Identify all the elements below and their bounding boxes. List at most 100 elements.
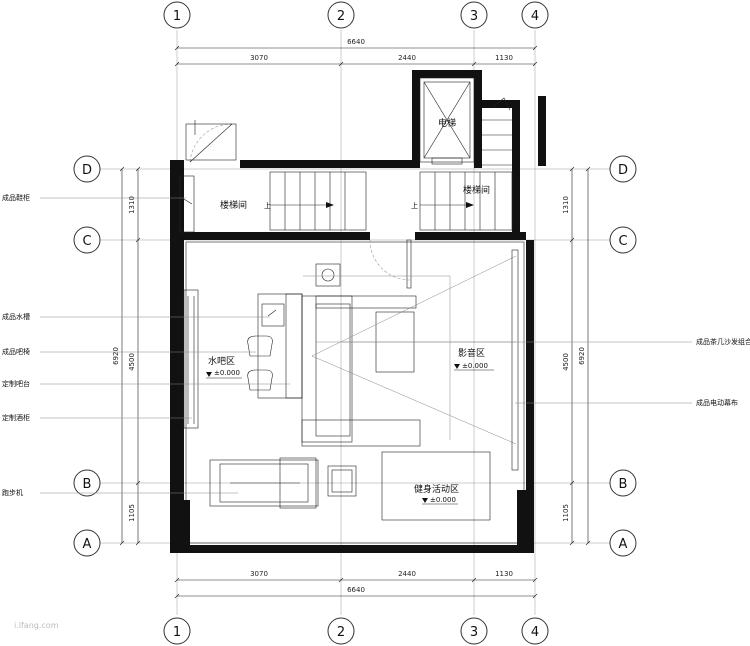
fitness-area-level: ±0.000 — [422, 496, 458, 505]
svg-text:4500: 4500 — [128, 353, 136, 371]
entrance-door — [185, 120, 237, 163]
top-dimension-total: 6640 — [174, 38, 538, 51]
left-dimension-segments: 1310 4500 1105 — [128, 166, 141, 546]
svg-text:±0.000: ±0.000 — [462, 362, 488, 370]
svg-text:3: 3 — [470, 9, 478, 24]
svg-text:1310: 1310 — [128, 196, 136, 214]
water-bar-label: 水吧区 — [208, 355, 235, 367]
svg-text:成品电动幕布: 成品电动幕布 — [696, 398, 738, 407]
svg-text:2: 2 — [337, 9, 345, 24]
axis-bubble-D-right: D — [609, 155, 637, 183]
svg-text:楼梯间: 楼梯间 — [463, 184, 490, 196]
shoe-cabinet — [179, 175, 195, 233]
svg-text:C: C — [618, 234, 627, 249]
svg-text:6640: 6640 — [347, 586, 365, 594]
axis-bubble-2-bottom: 2 — [327, 617, 355, 645]
stair-left: 上 楼梯间 — [220, 171, 367, 231]
callout-wine-cabinet: 定制酒柜 — [2, 413, 192, 422]
av-area-label: 影音区 — [458, 347, 485, 359]
svg-text:B: B — [83, 477, 92, 492]
svg-text:成品吧椅: 成品吧椅 — [2, 347, 30, 356]
callout-bar-stool: 成品吧椅 — [2, 347, 256, 356]
svg-text:上: 上 — [264, 201, 271, 210]
axis-bubble-C-left: C — [73, 226, 101, 254]
left-dimension-total: 6920 — [112, 166, 125, 546]
svg-text:3070: 3070 — [250, 570, 268, 578]
svg-text:A: A — [619, 537, 628, 552]
axis-bubble-3-bottom: 3 — [460, 617, 488, 645]
exterior-walls — [170, 70, 546, 553]
svg-text:1130: 1130 — [495, 54, 513, 62]
axis-bubble-D-left: D — [73, 155, 101, 183]
svg-text:6920: 6920 — [578, 347, 586, 365]
svg-text:2440: 2440 — [398, 54, 416, 62]
svg-text:定制酒柜: 定制酒柜 — [2, 413, 30, 422]
bottom-dimension-segments: 3070 2440 1130 — [174, 570, 538, 583]
treadmill — [209, 457, 319, 509]
fitness-area-label: 健身活动区 — [414, 483, 459, 495]
bar-counter — [257, 293, 303, 399]
svg-text:C: C — [82, 234, 91, 249]
svg-text:成品水槽: 成品水槽 — [2, 312, 30, 321]
svg-text:4: 4 — [531, 9, 539, 24]
svg-text:4500: 4500 — [562, 353, 570, 371]
axis-bubble-3-top: 3 — [460, 1, 488, 29]
svg-text:2440: 2440 — [398, 570, 416, 578]
svg-text:1310: 1310 — [562, 196, 570, 214]
axis-bubble-4-bottom: 4 — [521, 617, 549, 645]
stair-right: 上 楼梯间 — [411, 97, 513, 231]
axis-bubble-B-left: B — [73, 469, 101, 497]
interior-door — [369, 239, 412, 289]
svg-text:跑步机: 跑步机 — [2, 488, 23, 497]
top-dimension-segments: 3070 2440 1130 — [174, 54, 538, 67]
sofa-set — [301, 263, 451, 447]
water-bar-level: ±0.000 — [206, 369, 242, 379]
axis-bubble-C-right: C — [609, 226, 637, 254]
fitness-area-rug — [381, 451, 491, 521]
axis-bubble-B-right: B — [609, 469, 637, 497]
bar-stool-2 — [247, 369, 273, 391]
callout-sink: 成品水槽 — [2, 312, 270, 321]
callout-sofa-set: 成品茶几沙发组合 — [342, 337, 750, 346]
svg-text:D: D — [82, 163, 92, 178]
elevator: 电梯 — [419, 77, 475, 165]
svg-text:6640: 6640 — [347, 38, 365, 46]
svg-text:6920: 6920 — [112, 347, 120, 365]
svg-text:1: 1 — [173, 625, 181, 640]
right-dimension-total: 6920 — [578, 166, 591, 546]
svg-text:B: B — [619, 477, 628, 492]
axis-bubble-1-top: 1 — [163, 1, 191, 29]
svg-text:楼梯间: 楼梯间 — [220, 199, 247, 211]
svg-text:上: 上 — [411, 201, 418, 210]
svg-text:4: 4 — [531, 625, 539, 640]
axis-bubble-A-left: A — [73, 529, 101, 557]
svg-text:定制吧台: 定制吧台 — [2, 379, 30, 388]
watermark-text: i.lfang.com — [14, 621, 59, 630]
svg-text:1105: 1105 — [562, 504, 570, 522]
axis-bubble-2-top: 2 — [327, 1, 355, 29]
svg-text:3: 3 — [470, 625, 478, 640]
svg-text:3070: 3070 — [250, 54, 268, 62]
svg-text:2: 2 — [337, 625, 345, 640]
svg-text:±0.000: ±0.000 — [430, 496, 456, 504]
svg-text:成品鞋柜: 成品鞋柜 — [2, 193, 30, 202]
svg-text:1105: 1105 — [128, 504, 136, 522]
bar-stool-1 — [247, 335, 273, 357]
svg-text:A: A — [83, 537, 92, 552]
callout-bar-counter: 定制吧台 — [2, 379, 290, 388]
callout-treadmill: 跑步机 — [2, 488, 238, 497]
av-area-level: ±0.000 — [454, 362, 494, 371]
axis-bubble-4-top: 4 — [521, 1, 549, 29]
svg-text:电梯: 电梯 — [438, 117, 456, 129]
wine-cabinet — [183, 289, 199, 429]
svg-text:1130: 1130 — [495, 570, 513, 578]
right-dimension-segments: 1310 4500 1105 — [562, 166, 575, 546]
axis-bubble-A-right: A — [609, 529, 637, 557]
svg-text:D: D — [618, 163, 628, 178]
axis-bubble-1-bottom: 1 — [163, 617, 191, 645]
callout-shoe-cabinet: 成品鞋柜 — [2, 193, 186, 202]
projection-screen — [511, 249, 519, 471]
bottom-dimension-total: 6640 — [174, 586, 538, 599]
callout-screen: 成品电动幕布 — [515, 398, 738, 407]
